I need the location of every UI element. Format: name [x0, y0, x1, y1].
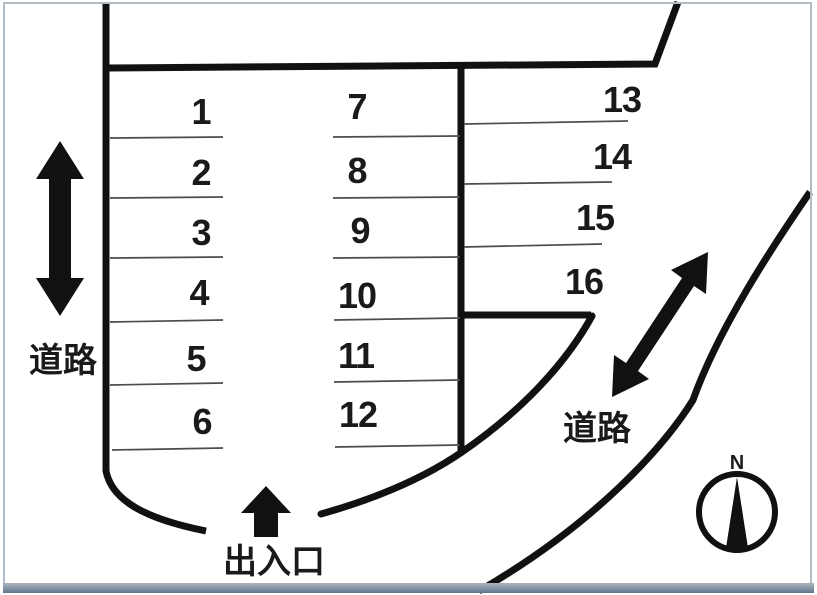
- stall-divider-lines-middle: [332, 135, 461, 448]
- space-label-3: 3: [191, 212, 211, 253]
- space-label-6: 6: [192, 401, 212, 442]
- road-label-left: 道路: [29, 341, 97, 381]
- compass-north-label: N: [729, 452, 745, 474]
- space-label-5: 5: [186, 338, 206, 379]
- diagonal-double-arrow-icon: [612, 252, 708, 397]
- space-label-9: 9: [350, 210, 370, 251]
- space-label-7: 7: [347, 86, 367, 127]
- space-label-15: 15: [575, 197, 615, 238]
- up-down-arrow-icon: [36, 141, 84, 316]
- space-label-2: 2: [191, 152, 211, 193]
- lot-left-boundary-line: [102, 3, 207, 535]
- space-label-10: 10: [337, 275, 377, 316]
- stall-divider-lines-right: [463, 120, 629, 248]
- stall-divider-lines-left: [109, 136, 224, 451]
- compass-north-icon: [696, 471, 778, 553]
- lot-top-boundary-line: [102, 0, 682, 72]
- road-outer-edge-curve: [477, 190, 813, 595]
- image-frame-bottom-bar: [3, 583, 814, 593]
- space-label-1: 1: [191, 91, 211, 132]
- space-label-12: 12: [338, 394, 378, 435]
- road-inner-edge-curve: [317, 312, 596, 518]
- space-label-14: 14: [592, 136, 632, 177]
- space-label-8: 8: [347, 150, 367, 191]
- up-arrow-icon: [241, 486, 291, 537]
- space-label-13: 13: [602, 79, 642, 120]
- space-label-4: 4: [189, 272, 209, 313]
- space-label-11: 11: [337, 335, 375, 376]
- space-label-16: 16: [564, 261, 604, 302]
- entrance-label: 出入口: [223, 542, 325, 582]
- road-label-right: 道路: [563, 409, 631, 449]
